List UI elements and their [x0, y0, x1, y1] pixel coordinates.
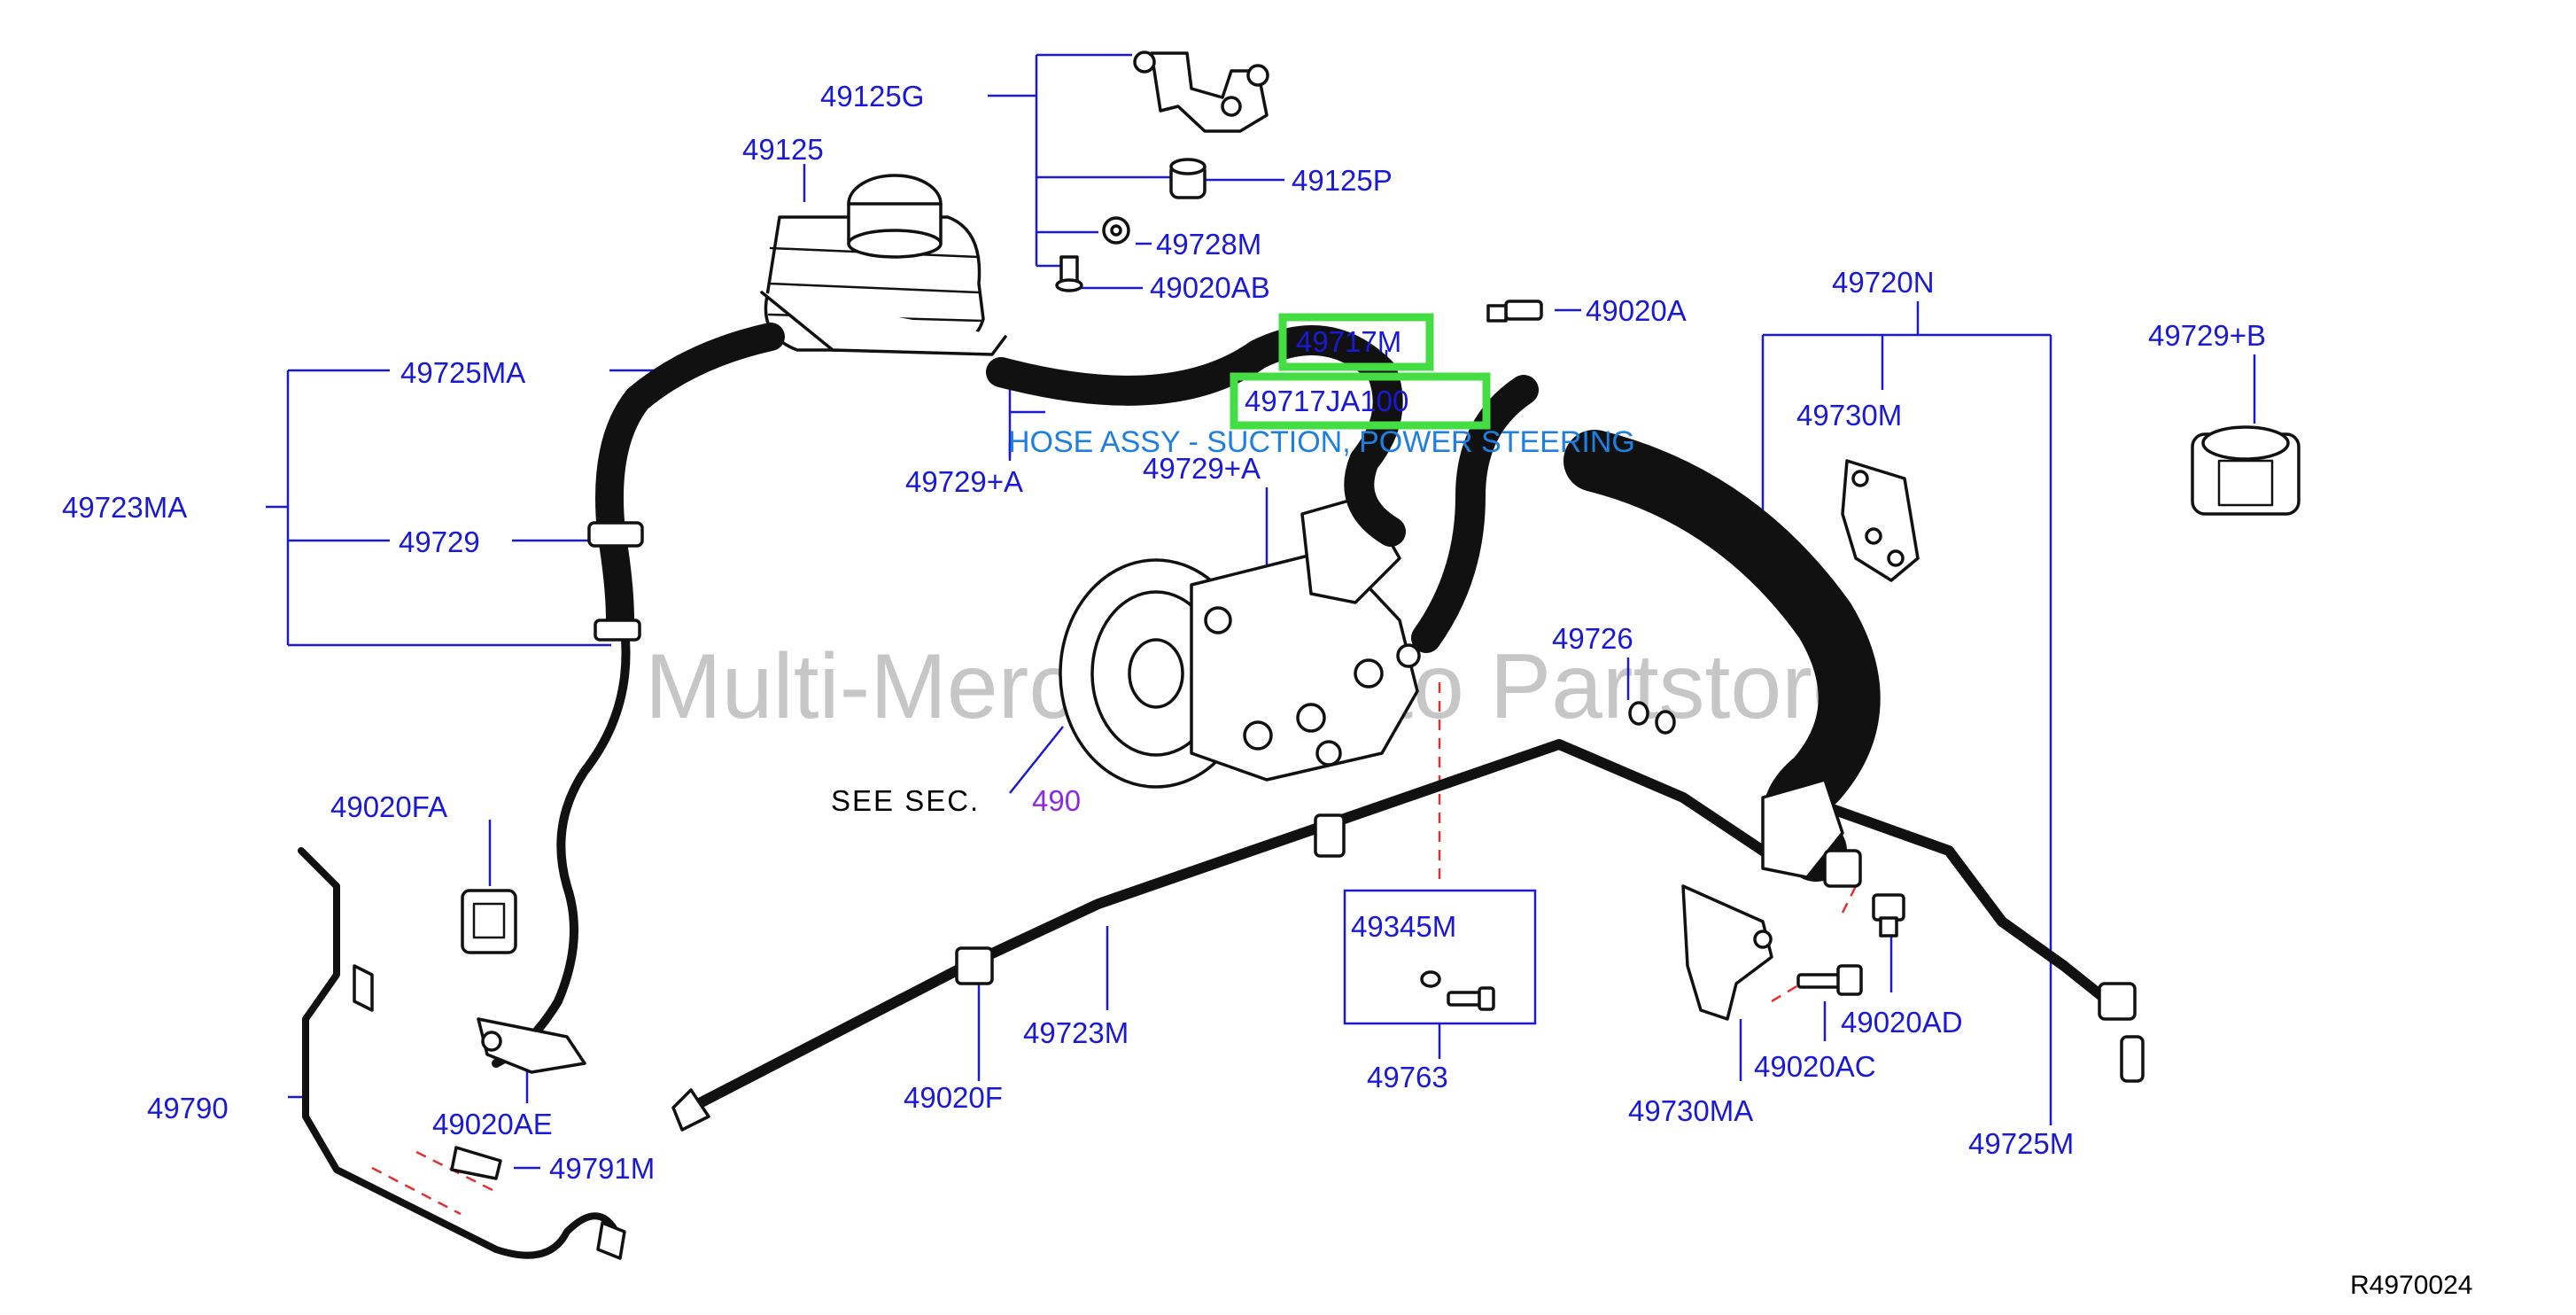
washers-49726 [1628, 701, 1676, 735]
hose-49725MA [492, 323, 785, 1068]
label-49730MA: 49730MA [1628, 1094, 1753, 1127]
see-section-note: SEE SEC. [831, 784, 980, 817]
label-49717JA100[interactable]: 49717JA100 [1245, 385, 1408, 417]
bracket-49020AE [477, 1017, 586, 1074]
washer-49728M [1102, 216, 1130, 245]
diagram-code: R4970024 [2350, 1271, 2472, 1300]
label-49729: 49729 [399, 525, 480, 558]
oring-and-bolt [1420, 970, 1495, 1011]
grommet-49125P [1169, 158, 1207, 199]
label-49020AC: 49020AC [1754, 1050, 1876, 1083]
label-49020F: 49020F [904, 1081, 1003, 1114]
label-49728M: 49728M [1156, 228, 1261, 261]
section-reference[interactable]: 490 [1032, 784, 1081, 817]
bolt-49020AD [1872, 893, 1905, 938]
suction-hose [986, 325, 1539, 653]
bracket-49730M [1841, 459, 1920, 582]
label-49729A-center: 49729+A [1143, 452, 1261, 485]
line-49790 [298, 847, 626, 1260]
label-49125: 49125 [742, 133, 824, 166]
label-49725MA: 49725MA [400, 356, 525, 389]
reservoir-tank [760, 174, 1007, 356]
power-steering-pump [1059, 494, 1421, 789]
label-49020FA: 49020FA [330, 790, 447, 823]
label-49790: 49790 [147, 1092, 229, 1124]
label-49020AB: 49020AB [1150, 271, 1270, 304]
highlight-box-49717JA100 [1230, 372, 1491, 430]
label-49729A-left: 49729+A [905, 465, 1023, 498]
label-49345M: 49345M [1351, 910, 1456, 943]
bushing-49729B [2191, 425, 2301, 516]
label-49730M: 49730M [1796, 399, 1902, 432]
label-49720N: 49720N [1832, 266, 1935, 299]
part-description: HOSE ASSY - SUCTION, POWER STEERING [1008, 425, 1635, 459]
bolt-49020AC [1796, 964, 1863, 996]
label-49717M[interactable]: 49717M [1296, 325, 1401, 358]
label-49726: 49726 [1552, 622, 1633, 655]
label-49723MA: 49723MA [62, 491, 187, 524]
clip-49791M [450, 1146, 502, 1180]
label-49729B: 49729+B [2148, 319, 2266, 352]
label-49125P: 49125P [1292, 164, 1393, 197]
label-49723M: 49723M [1023, 1016, 1129, 1049]
label-49125G: 49125G [820, 80, 924, 113]
label-49763: 49763 [1367, 1061, 1448, 1093]
label-49791M: 49791M [549, 1152, 655, 1185]
label-49020AD: 49020AD [1841, 1006, 1963, 1039]
union-fitting [1761, 778, 1862, 888]
highlight-box-49717M [1278, 313, 1434, 371]
bolt-49020AB [1055, 255, 1083, 292]
bracket-49125G [1133, 51, 1269, 133]
clamp-49020FA [461, 889, 517, 954]
label-49020AE: 49020AE [432, 1108, 553, 1140]
label-49020A: 49020A [1586, 294, 1687, 327]
bracket-49730MA [1681, 884, 1773, 1021]
leader-lines [266, 53, 2256, 1170]
label-49725M: 49725M [1968, 1127, 2074, 1160]
bolt-49020A [1486, 300, 1543, 323]
